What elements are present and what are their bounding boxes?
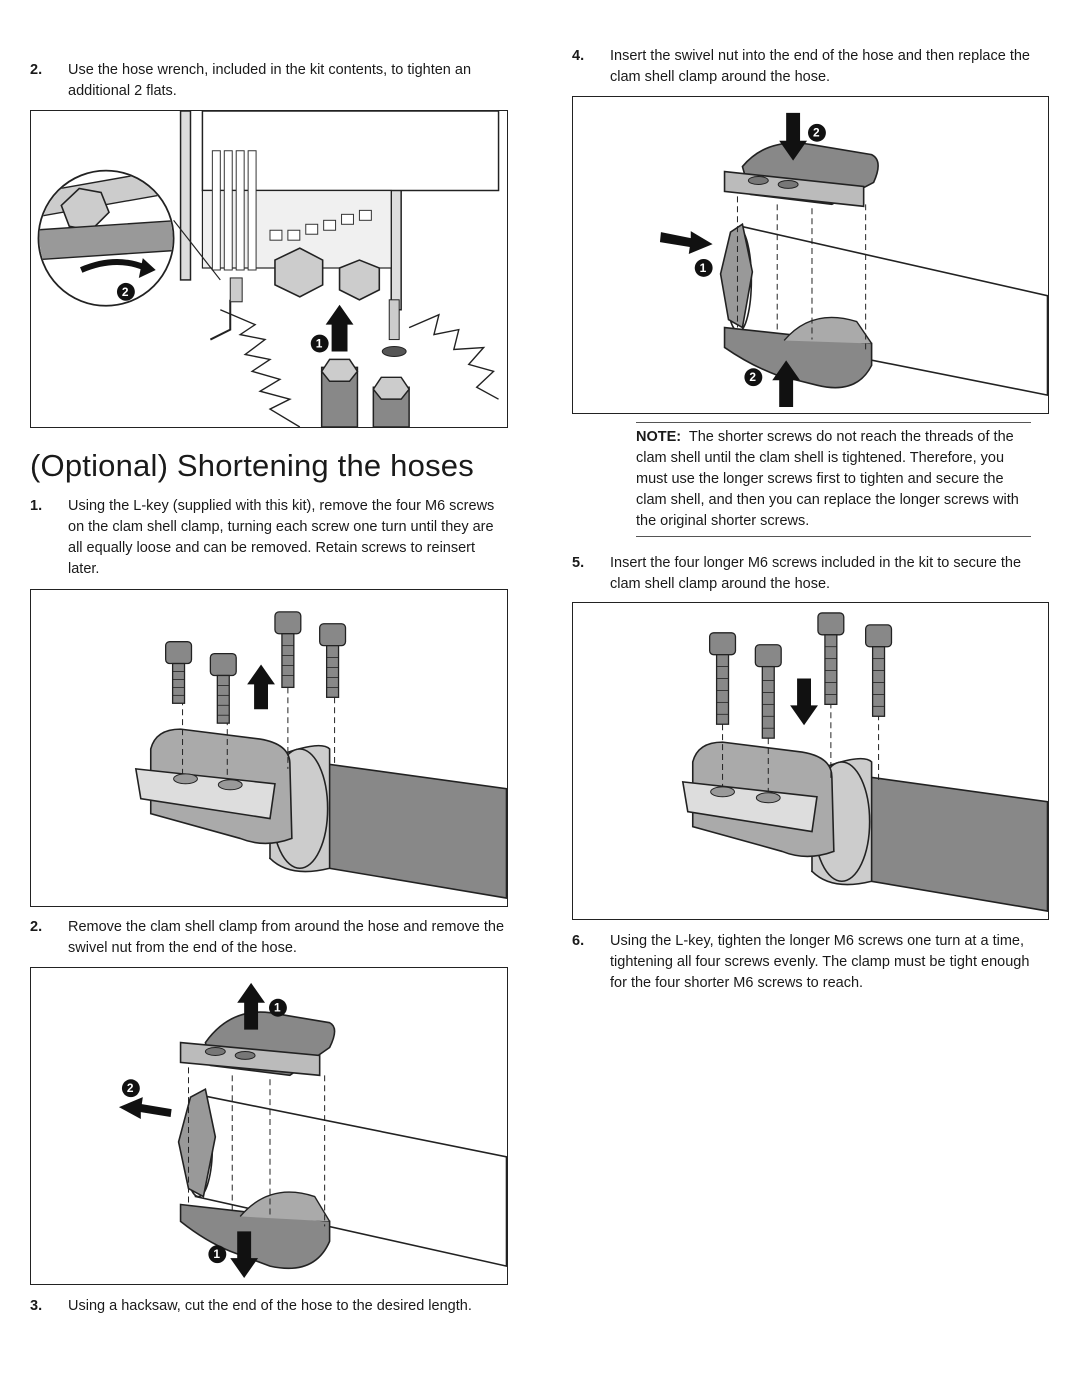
callout-2-bottom-label: 2	[749, 370, 756, 384]
step-6-tighten-screws: 6. Using the L-key, tighten the longer M…	[572, 931, 1050, 997]
step-2-remove-clamp: 2. Remove the clam shell clamp from arou…	[30, 917, 510, 961]
step-3-cut-hose: 3. Using a hacksaw, cut the end of the h…	[30, 1296, 520, 1320]
step-number: 3.	[30, 1298, 43, 1314]
callout-1-bottom-label: 1	[213, 1247, 220, 1261]
callout-2	[116, 282, 135, 301]
figure-remove-clamp: 1 2 1	[30, 967, 508, 1285]
figure-insert-screws	[572, 602, 1049, 920]
callout-2-top-label: 2	[813, 126, 820, 140]
step-number: 2.	[30, 62, 43, 78]
illustration-replace-clamp: 2 1 2	[659, 112, 1048, 408]
callout-1-top	[269, 998, 287, 1017]
step-text: Using the L-key, tighten the longer M6 s…	[610, 933, 1030, 991]
figure-replace-clamp: 2 1 2	[572, 96, 1049, 414]
step-text: Remove the clam shell clamp from around …	[68, 919, 505, 956]
callout-2-left	[121, 1079, 140, 1098]
illustration-rack-hose-wrench: 2 1	[37, 111, 500, 427]
step-5-insert-longer-screws: 5. Insert the four longer M6 screws incl…	[572, 553, 1050, 597]
callout-1-top-label: 1	[274, 1001, 281, 1015]
step-text: Using the L-key (supplied with this kit)…	[68, 498, 495, 577]
step-2-tighten: 2. Use the hose wrench, included in the …	[30, 60, 510, 104]
step-number: 5.	[572, 555, 585, 571]
callout-2-top	[808, 123, 826, 142]
step-number: 1.	[30, 498, 43, 514]
section-heading: (Optional) Shortening the hoses	[30, 448, 474, 483]
step-number: 4.	[572, 48, 585, 64]
step-text: Using a hacksaw, cut the end of the hose…	[68, 1298, 472, 1314]
note-text: The shorter screws do not reach the thre…	[636, 429, 1019, 529]
callout-2-label: 2	[122, 285, 129, 299]
illustration-insert-screws	[681, 612, 1048, 912]
callout-1-left-label: 1	[700, 261, 707, 275]
note-label: NOTE:	[636, 429, 682, 445]
callout-1-label: 1	[316, 337, 323, 351]
illustration-remove-screws	[134, 611, 507, 899]
step-text: Insert the swivel nut into the end of th…	[610, 48, 1030, 85]
step-text: Use the hose wrench, included in the kit…	[68, 62, 472, 99]
figure-remove-screws	[30, 589, 508, 907]
step-1-remove-screws: 1. Using the L-key (supplied with this k…	[30, 496, 510, 582]
callout-2-bottom	[744, 368, 763, 387]
callout-1-bottom	[208, 1245, 227, 1264]
callout-2-left-label: 2	[127, 1081, 134, 1095]
illustration-remove-clamp: 1 2 1	[118, 982, 507, 1279]
step-number: 2.	[30, 919, 43, 935]
callout-1	[310, 334, 329, 353]
step-4-insert-nut: 4. Insert the swivel nut into the end of…	[572, 46, 1050, 90]
note-box: NOTE: The shorter screws do not reach th…	[636, 422, 1031, 537]
callout-1-left	[694, 258, 713, 277]
step-number: 6.	[572, 933, 585, 949]
figure-tighten-hose-wrench: 2 1	[30, 110, 508, 428]
step-text: Insert the four longer M6 screws include…	[610, 555, 1022, 592]
